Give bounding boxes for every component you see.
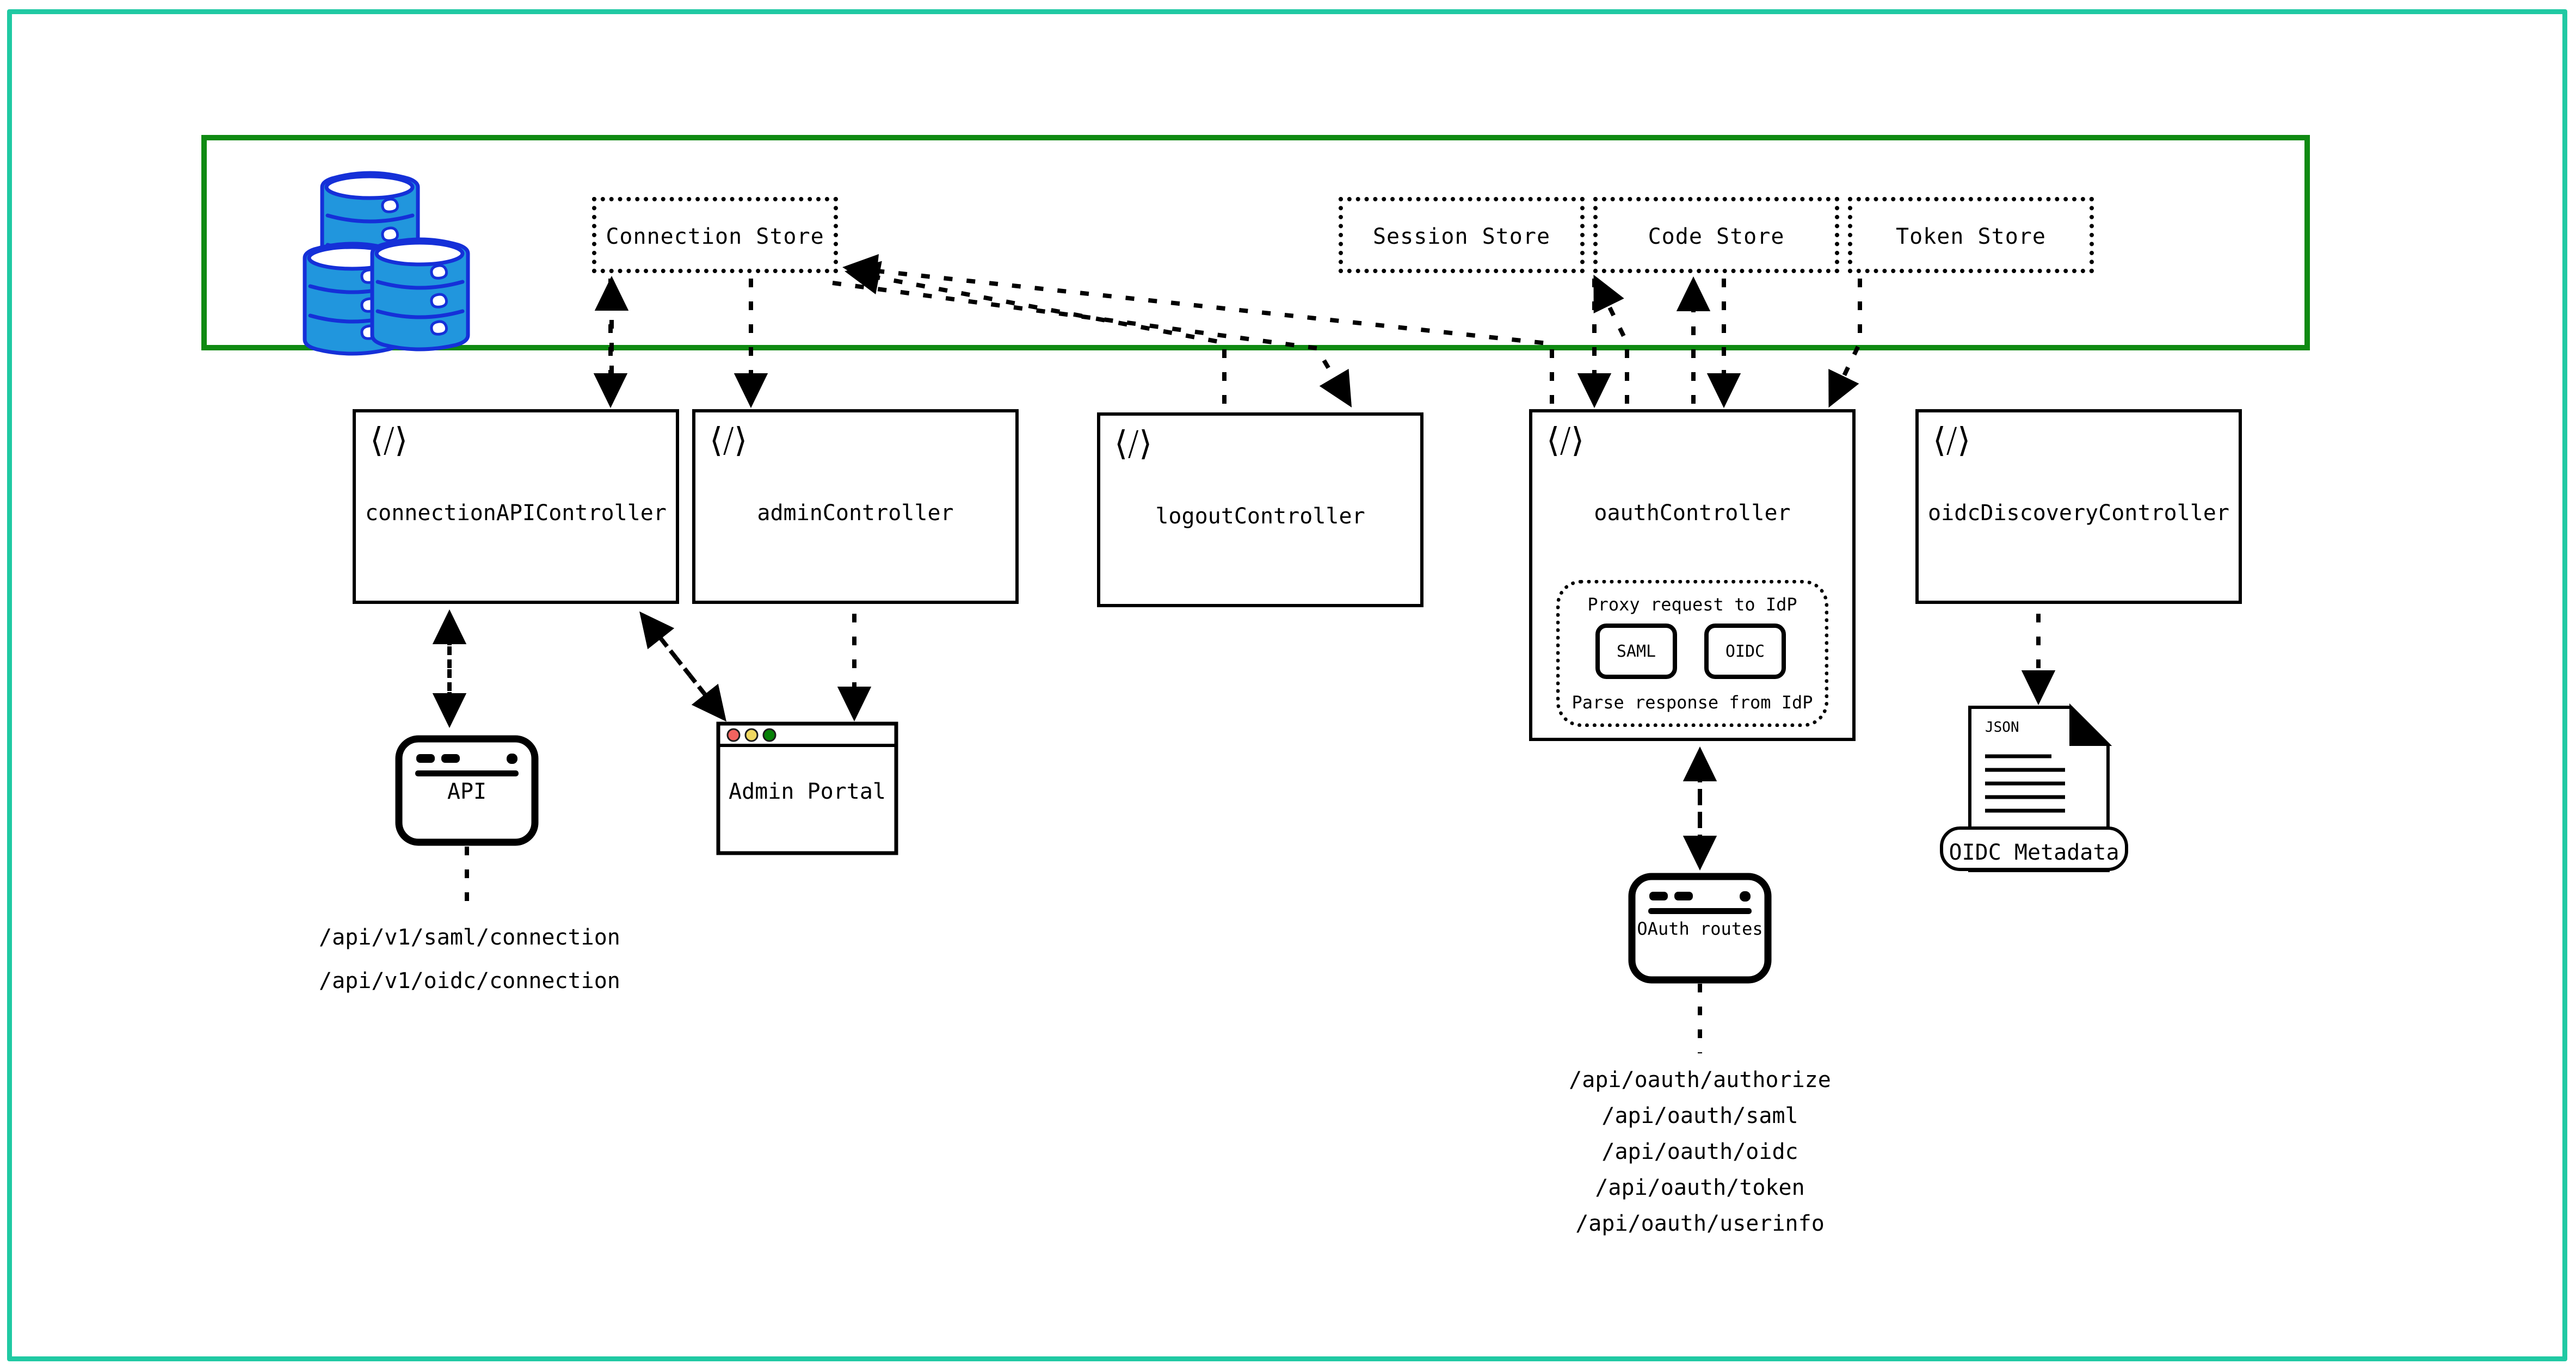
controller-label-oidc-discovery-controller: oidcDiscoveryController <box>1928 501 2229 526</box>
store-box-connection-store[interactable] <box>592 197 838 273</box>
api-route-1: /api/v1/oidc/connection <box>319 968 620 993</box>
code-icon: ⟨/⟩ <box>710 420 748 460</box>
saml-pill[interactable]: SAML <box>1595 624 1677 679</box>
oauth-proxy-bottom-text: Parse response from IdP <box>1572 692 1813 713</box>
oauth-route-0: /api/oauth/authorize <box>1569 1067 1831 1093</box>
oauth-route-1: /api/oauth/saml <box>1601 1103 1798 1128</box>
store-label-connection-store: Connection Store <box>606 224 824 249</box>
store-label-session-store: Session Store <box>1372 224 1551 249</box>
controller-label-oauth-controller: oauthController <box>1594 501 1791 526</box>
controller-box-connection-api-controller[interactable] <box>353 409 679 604</box>
oauth-routes-label: OAuth routes <box>1637 918 1763 939</box>
controller-label-admin-controller: adminController <box>757 501 954 526</box>
oauth-route-4: /api/oauth/userinfo <box>1575 1211 1825 1236</box>
store-label-code-store: Code Store <box>1648 224 1785 249</box>
store-label-token-store: Token Store <box>1896 224 2046 249</box>
store-box-code-store[interactable] <box>1593 197 1839 273</box>
store-box-token-store[interactable] <box>1848 197 2094 273</box>
controller-box-oidc-discovery-controller[interactable] <box>1915 409 2242 604</box>
oidc-pill-label: OIDC <box>1725 641 1765 661</box>
oidc-metadata-doc-badge: JSON <box>1985 719 2019 736</box>
store-box-session-store[interactable] <box>1339 197 1585 273</box>
outer-diagram-frame <box>7 9 2567 1361</box>
code-icon: ⟨/⟩ <box>1933 420 1971 460</box>
oauth-route-3: /api/oauth/token <box>1595 1175 1805 1200</box>
api-route-0: /api/v1/saml/connection <box>319 925 620 950</box>
code-icon: ⟨/⟩ <box>370 420 408 460</box>
admin-portal-label: Admin Portal <box>729 779 886 804</box>
oidc-metadata-label: OIDC Metadata <box>1949 840 2119 865</box>
code-icon: ⟨/⟩ <box>1546 420 1585 460</box>
controller-box-logout-controller[interactable] <box>1097 412 1423 607</box>
oauth-proxy-top-text: Proxy request to IdP <box>1587 594 1797 615</box>
code-icon: ⟨/⟩ <box>1114 423 1153 463</box>
api-label: API <box>447 779 487 804</box>
controller-label-logout-controller: logoutController <box>1155 504 1365 529</box>
controller-box-admin-controller[interactable] <box>692 409 1019 604</box>
saml-pill-label: SAML <box>1616 641 1656 661</box>
controller-label-connection-api-controller: connectionAPIController <box>365 501 667 526</box>
oauth-route-2: /api/oauth/oidc <box>1601 1139 1798 1164</box>
oidc-pill[interactable]: OIDC <box>1704 624 1786 679</box>
